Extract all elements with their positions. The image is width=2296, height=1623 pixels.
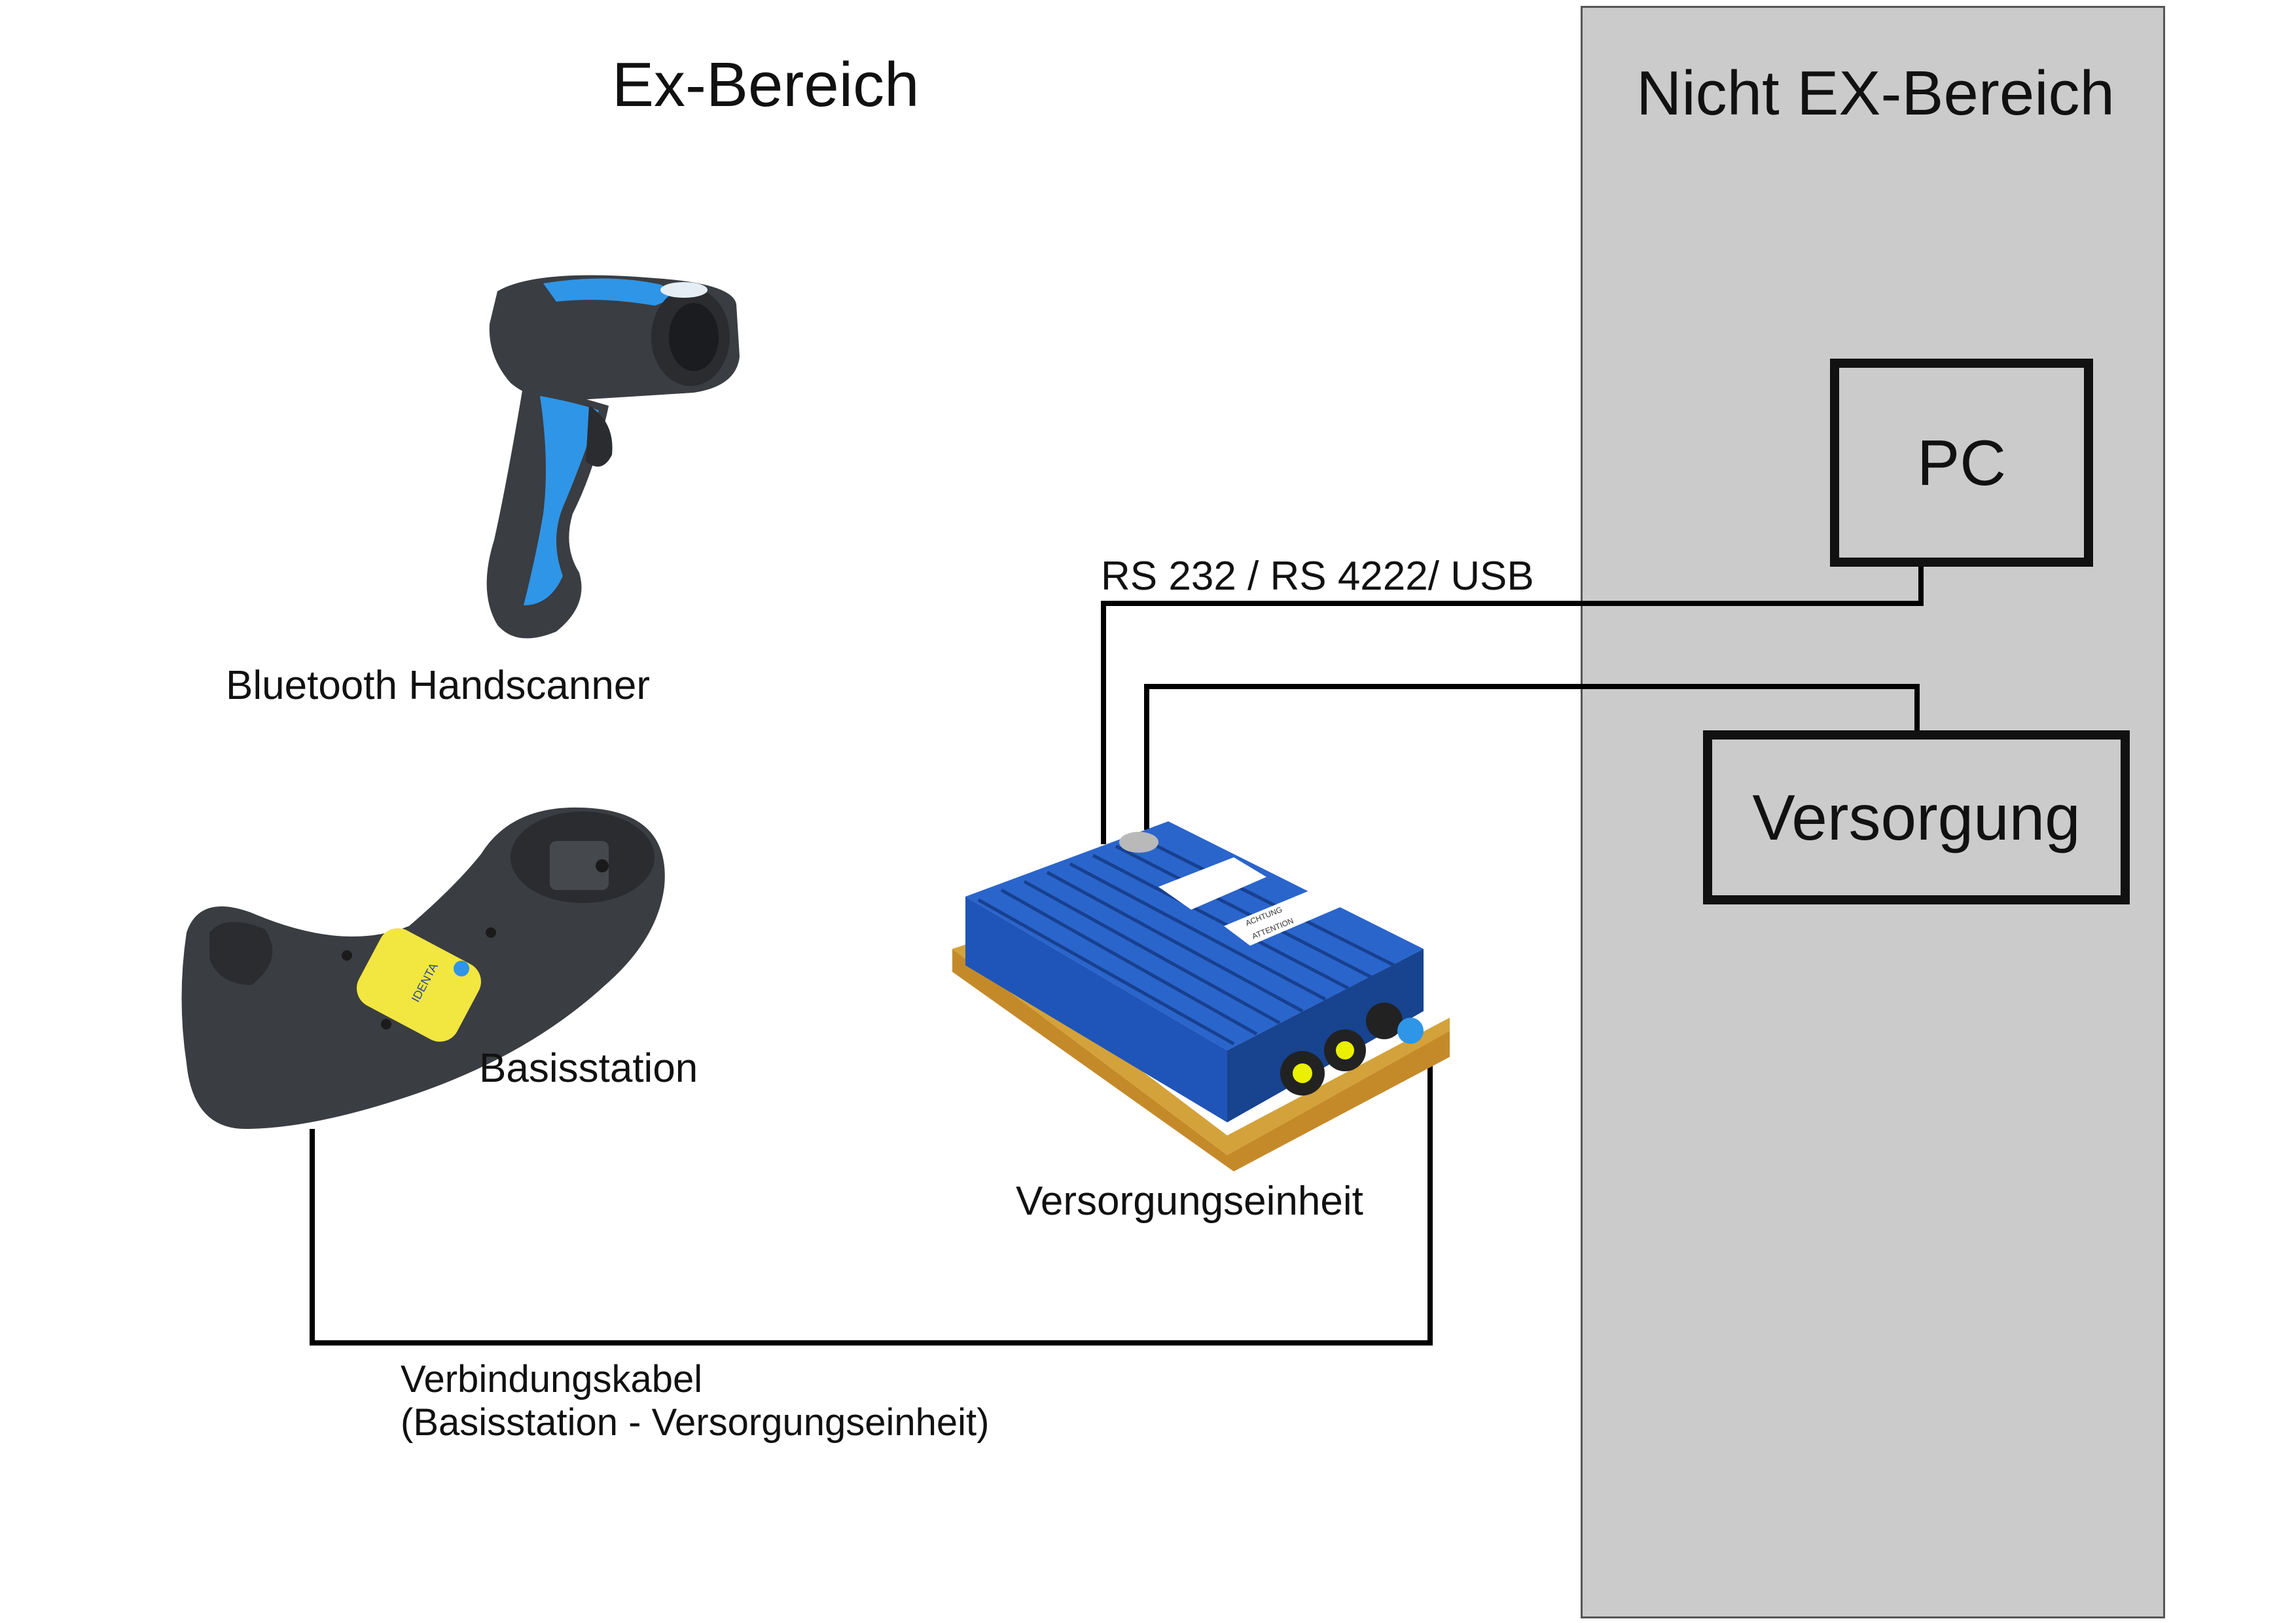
connection-cable-caption-line2: (Basisstation - Versorgungseinheit) xyxy=(401,1401,990,1444)
non-ex-zone-title: Nicht EX-Bereich xyxy=(1636,58,2115,128)
versorgung-box-label: Versorgung xyxy=(1752,781,2081,853)
connection-cable-caption: Verbindungskabel (Basisstation - Versorg… xyxy=(401,1358,989,1444)
handscanner-label: Bluetooth Handscanner xyxy=(226,663,651,708)
pc-box-label: PC xyxy=(1916,426,2007,499)
versorgung-box: Versorgung xyxy=(1703,730,2130,904)
ex-zone-title: Ex-Bereich xyxy=(612,50,920,120)
pc-box: PC xyxy=(1830,359,2093,567)
basisstation-label: Basisstation xyxy=(479,1046,698,1091)
handscanner-icon xyxy=(486,275,740,639)
interface-label: RS 232 / RS 4222/ USB xyxy=(1101,554,1534,599)
connection-cable-caption-line1: Verbindungskabel xyxy=(401,1358,703,1400)
versorgungseinheit-label: Versorgungseinheit xyxy=(1016,1179,1363,1224)
basisstation-icon: IDENTA xyxy=(181,807,665,1129)
versorgungseinheit-icon: ACHTUNG ATTENTION xyxy=(952,821,1450,1171)
